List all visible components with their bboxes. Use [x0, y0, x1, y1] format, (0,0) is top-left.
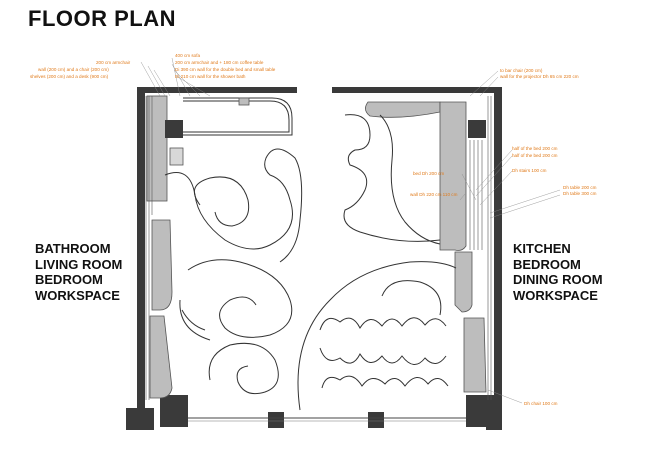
right-cabinet — [454, 251, 473, 313]
curvy-bench-1 — [164, 148, 303, 263]
curvy-seat-3 — [179, 299, 211, 341]
zone-label-right: KITCHEN BEDROOM DINING ROOM WORKSPACE — [513, 241, 603, 303]
zone-right-line: BEDROOM — [513, 256, 581, 272]
left-desk — [149, 315, 173, 399]
left-wall-lines — [145, 96, 153, 400]
column-bottom-2 — [368, 412, 384, 428]
zone-left-line: BATHROOM — [35, 241, 111, 256]
right-dark-block — [468, 120, 486, 138]
left-furniture — [145, 95, 293, 400]
dining-table-edge — [381, 280, 442, 316]
annotation-text: 200 cm armchair and + 180 cm coffee tabl… — [175, 60, 264, 65]
leader-right-top — [469, 70, 499, 97]
wall-left — [137, 87, 145, 415]
chair-row-3 — [321, 375, 449, 389]
annotation-text: half of the bed 200 cm — [512, 146, 558, 151]
curvy-seat-1 — [193, 176, 250, 227]
annotation-text: wall (200 cm) and a chair (200 cm) — [38, 67, 109, 72]
leader-right-bottom — [487, 389, 523, 404]
bathroom-fixture — [238, 97, 250, 106]
plan-title: FLOOR PLAN — [28, 6, 176, 31]
left-sofa — [151, 219, 173, 311]
right-furniture — [343, 96, 492, 400]
wall-top-right — [332, 87, 502, 93]
bathroom-counter — [183, 97, 293, 136]
annotation-text: Di 210 cm wall for the shower bath — [175, 74, 246, 79]
zone-label-left: BATHROOM LIVING ROOM BEDROOM WORKSPACE — [35, 241, 122, 303]
right-desk — [463, 317, 487, 393]
stair-lines — [469, 140, 483, 250]
zone-right-line: WORKSPACE — [513, 287, 598, 303]
kitchen-island — [439, 101, 467, 251]
annotation-leaders — [140, 57, 561, 404]
annotation-text: 200 cm armchair — [96, 60, 131, 65]
annotation-text: Dh table 300 cm — [563, 191, 597, 196]
annotation-text: Dh chair 100 cm — [524, 401, 558, 406]
right-wall-lines — [487, 96, 492, 400]
annotation-text: bed Dh 200 cm — [413, 171, 444, 176]
corner-block-left — [126, 408, 154, 430]
corner-block-right — [486, 408, 502, 430]
kitchen-counter — [365, 101, 441, 118]
annotation-text: wall for the projector Dh 65 cm 220 cm — [500, 74, 579, 79]
left-sink — [169, 147, 184, 166]
wall-right — [494, 87, 502, 415]
left-dark-block — [165, 120, 183, 138]
zone-left-line: BEDROOM — [35, 272, 103, 287]
annotations: 200 cm armchair wall (200 cm) and a chai… — [30, 53, 597, 406]
annotation-text: 400 cm sofa — [175, 53, 200, 58]
annotation-text: half of the bed 200 cm — [512, 153, 558, 158]
leader-right-mid — [461, 149, 513, 206]
zone-left-line: LIVING ROOM — [35, 256, 123, 272]
walls — [126, 87, 502, 430]
column-bottom-1 — [268, 412, 284, 428]
annotation-text: shelves (200 cm) and a desk (900 cm) — [30, 74, 109, 79]
zone-left-line: WORKSPACE — [35, 287, 120, 303]
zone-right-line: KITCHEN — [513, 241, 571, 256]
dining-curve-outer — [297, 261, 457, 411]
column-bottom-left — [160, 395, 188, 427]
curvy-kitchen-bench — [343, 114, 441, 242]
left-curvy-furniture — [164, 148, 303, 395]
annotation-text: Di 390 cm wall for the double bed and sm… — [175, 67, 276, 72]
annotation-text: Dh stairs 100 cm — [512, 168, 547, 173]
leader-right-side — [489, 189, 561, 219]
curvy-seat-2 — [187, 259, 293, 338]
annotation-text: wall Dh 220 cm 110 cm — [410, 192, 458, 197]
annotation-text: to bar chair (200 cm) — [500, 68, 543, 73]
curvy-spiral — [208, 342, 279, 395]
chair-row-1 — [319, 317, 447, 331]
annotation-text: Dh table 200 cm — [563, 185, 597, 190]
leader-left-top — [140, 61, 171, 97]
dining-seating — [297, 261, 457, 411]
curvy-kitchen-edge — [379, 114, 441, 245]
leader-center-top — [171, 57, 211, 97]
bathroom-counter-inner — [183, 100, 290, 133]
zone-right-line: DINING ROOM — [513, 272, 603, 287]
leader-wall — [459, 193, 466, 201]
left-tall-cabinet — [146, 95, 168, 202]
wall-top-left — [137, 87, 297, 93]
chair-row-2 — [319, 347, 447, 365]
